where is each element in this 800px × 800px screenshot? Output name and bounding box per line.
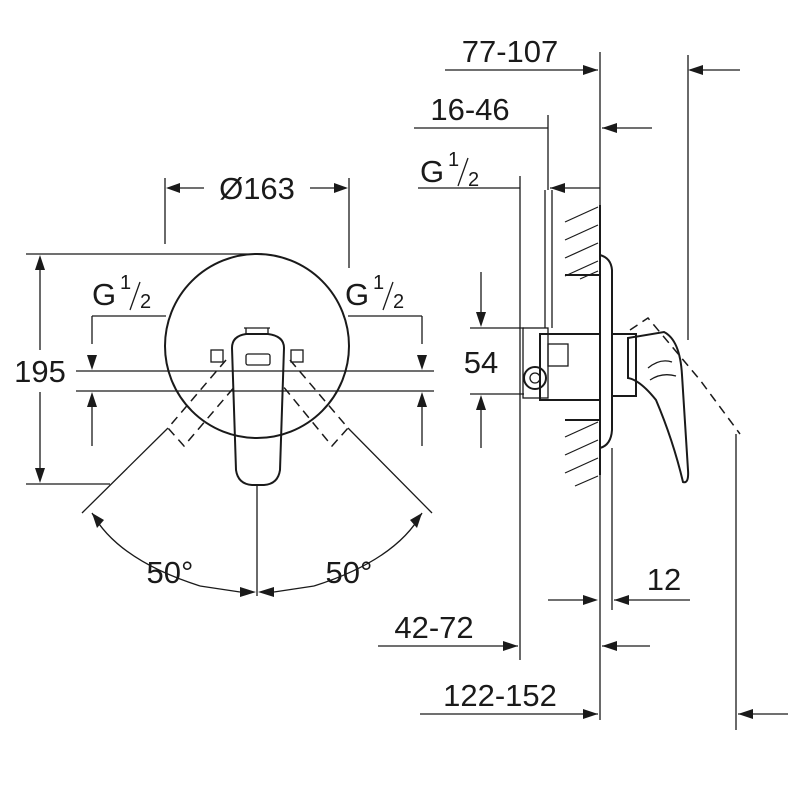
lever-handle bbox=[230, 333, 286, 486]
wall-hatch-bottom bbox=[564, 421, 599, 487]
thread-right-num: 1 bbox=[373, 272, 384, 294]
thread-left-den: 2 bbox=[140, 291, 151, 313]
angle-right-label: 50° bbox=[326, 555, 373, 590]
handle-badge bbox=[245, 353, 271, 366]
dim-bottom-1-label: 42-72 bbox=[394, 610, 473, 645]
wall-hatch-top bbox=[564, 206, 599, 280]
lever-profile bbox=[627, 330, 690, 484]
thread-right-g: G bbox=[345, 277, 369, 312]
cover-plate-profile bbox=[599, 254, 613, 449]
height-label: 195 bbox=[14, 354, 66, 389]
handle-swing-side bbox=[629, 317, 741, 435]
dim-mid-label: 16-46 bbox=[430, 92, 509, 127]
thread-left-num: 1 bbox=[120, 272, 131, 294]
thread-side-num: 1 bbox=[448, 149, 459, 171]
thread-side-g: G bbox=[420, 154, 444, 189]
inlet-fitting bbox=[523, 366, 547, 390]
diameter-label: Ø163 bbox=[219, 171, 295, 206]
side-view: 77-107 16-46 G 1 2 54 12 bbox=[378, 34, 788, 730]
dim-bottom-2-label: 122-152 bbox=[443, 678, 557, 713]
dim-top-label: 77-107 bbox=[462, 34, 559, 69]
thread-right-den: 2 bbox=[393, 291, 404, 313]
angle-left-label: 50° bbox=[147, 555, 194, 590]
thread-left-g: G bbox=[92, 277, 116, 312]
thread-side-den: 2 bbox=[468, 169, 479, 191]
dim-12-label: 12 bbox=[647, 562, 681, 597]
front-view: Ø163 195 G 1 2 G 1 2 bbox=[14, 171, 434, 597]
cover-plate bbox=[164, 253, 350, 439]
inlet-right bbox=[290, 349, 304, 363]
handle-swing-right bbox=[281, 359, 349, 448]
inlet-left bbox=[210, 349, 224, 363]
dim-54-label: 54 bbox=[464, 345, 498, 380]
handle-swing-left bbox=[167, 359, 237, 448]
